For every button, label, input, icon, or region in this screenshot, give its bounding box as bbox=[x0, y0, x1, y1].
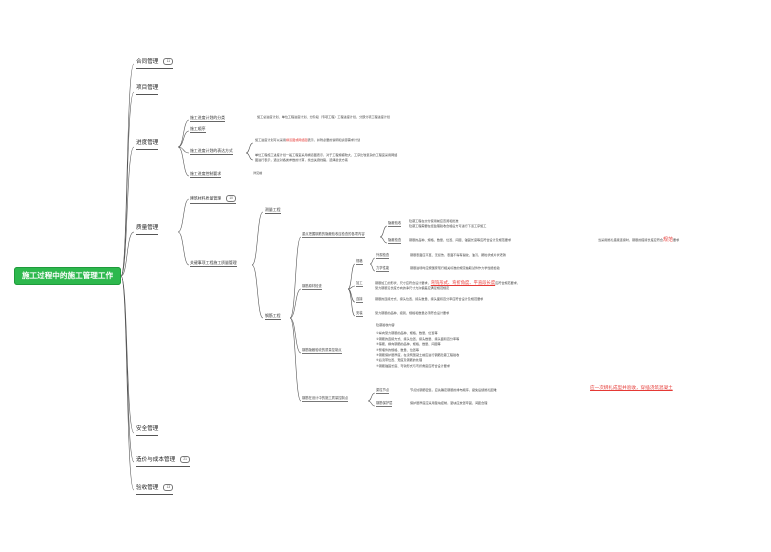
count-badge: 11 bbox=[163, 58, 174, 65]
node-hidden-inspection[interactable]: 重点把握钢筋的隐蔽验收应检查的各项内容 bbox=[302, 232, 365, 239]
node-acceptance-label: 验收管理 bbox=[136, 484, 159, 491]
node-project[interactable]: 项目管理 bbox=[136, 85, 159, 95]
node-hidden-check[interactable]: 隐蔽检查 bbox=[388, 238, 402, 245]
connector bbox=[289, 317, 302, 354]
connector bbox=[120, 231, 135, 277]
node-project-label: 项目管理 bbox=[136, 85, 159, 91]
connector bbox=[347, 288, 356, 303]
node-key-quality[interactable]: 关键事项工程施工质量管理 bbox=[190, 260, 237, 267]
node-cost[interactable]: 造价与成本管理 21 bbox=[136, 456, 191, 467]
node-schedule-control[interactable]: 施工进度控制要求 bbox=[190, 171, 222, 178]
connector bbox=[369, 257, 376, 265]
node-mechanical[interactable]: 力学性能 bbox=[376, 266, 390, 273]
connector bbox=[120, 275, 135, 463]
node-construction-order[interactable]: 施工顺序 bbox=[190, 126, 206, 133]
connector bbox=[369, 263, 376, 272]
schedule-expression-detail-2: 单位工程施工进度计划一般工程宜采用横道图表示，对于工程规模较大、工序比较复杂的工… bbox=[255, 153, 398, 163]
connector bbox=[177, 146, 190, 177]
count-badge: 21 bbox=[180, 456, 191, 463]
processing-detail: 钢筋加工的形状、尺寸应符合设计要求，弯钩形式、弯折角度、平直段长度应符合规范要求… bbox=[375, 280, 520, 291]
connector bbox=[379, 236, 388, 244]
connector bbox=[177, 119, 190, 148]
connector bbox=[177, 231, 190, 266]
node-design-control[interactable]: 钢筋在设计中的施工质量控制点 bbox=[302, 396, 349, 403]
node-hidden-acceptance[interactable]: 隐蔽验收 bbox=[388, 221, 402, 228]
beam-column-detail: 节点处钢筋密集，应先确定钢筋的排布顺序，避免后续绑扎困难 bbox=[410, 388, 497, 392]
connector bbox=[245, 152, 254, 161]
node-processing[interactable]: 加工 bbox=[356, 281, 363, 288]
connector bbox=[120, 146, 135, 277]
node-quality-label: 质量管理 bbox=[136, 225, 159, 231]
node-schedule-expression[interactable]: 施工进度计划的表达方式 bbox=[190, 148, 233, 155]
installation-detail: 受力钢筋的品种、级别、规格和数量必须符合设计要求 bbox=[375, 311, 450, 315]
connector bbox=[120, 275, 135, 491]
node-quality[interactable]: 质量管理 bbox=[136, 225, 159, 235]
cover-detail: 保护层厚度应采用垫块控制，垫块应放置牢固、间距合理 bbox=[410, 401, 488, 405]
connector bbox=[245, 142, 254, 154]
connector bbox=[251, 264, 264, 319]
node-safety[interactable]: 安全管理 bbox=[136, 426, 159, 436]
node-cost-label: 造价与成本管理 bbox=[136, 456, 176, 463]
node-control-points[interactable]: 钢筋隐蔽验收的质量控制点 bbox=[302, 348, 342, 355]
node-schedule[interactable]: 进度管理 bbox=[136, 140, 159, 150]
node-raw-material[interactable]: 钢筋原材检查 bbox=[302, 284, 322, 291]
hidden-check-detail: 钢筋的品种、规格、数量、位置、间距、锚固长度等应符合设计及规范要求 bbox=[409, 238, 512, 242]
node-acceptance[interactable]: 验收管理 13 bbox=[136, 484, 174, 495]
connector bbox=[120, 275, 135, 434]
connector bbox=[379, 225, 388, 238]
node-spec[interactable]: 规格 bbox=[356, 259, 363, 266]
mechanical-detail: 钢筋进场时应按国家现行相关标准的规定抽取试件作力学性能检验 bbox=[410, 266, 500, 270]
root-node[interactable]: 施工过程中的施工管理工作 bbox=[14, 267, 121, 285]
connector bbox=[289, 288, 302, 319]
connector bbox=[177, 198, 190, 233]
node-appearance[interactable]: 外观检查 bbox=[376, 253, 390, 260]
node-rebar[interactable]: 钢筋工程 bbox=[265, 313, 281, 320]
node-contract-label: 合同管理 bbox=[136, 58, 159, 65]
hidden-check-note: 当采用绑扎搭接连接时，钢筋的搭接长度应符合规范要求 bbox=[598, 237, 680, 243]
control-points-list: 隐蔽验收内容 ①纵向受力钢筋的品种、规格、数量、位置等 ②钢筋的连接方式、接头位… bbox=[376, 323, 460, 368]
node-contract[interactable]: 合同管理 11 bbox=[136, 58, 174, 69]
node-survey[interactable]: 测量工程 bbox=[265, 207, 281, 214]
connector bbox=[251, 211, 264, 266]
node-safety-label: 安全管理 bbox=[136, 426, 159, 432]
connector bbox=[347, 285, 356, 290]
hidden-acceptance-detail: 隐蔽工程在交付使用前应查阅和批准 隐蔽工程需要在经监理验收合格后方可进行下道工序… bbox=[409, 219, 487, 229]
connector bbox=[367, 400, 376, 407]
appearance-detail: 钢筋表面应平直、无损伤，表面不得有裂纹、油污、颗粒状或片状老锈 bbox=[410, 253, 506, 257]
node-schedule-types[interactable]: 施工进度计划的分类 bbox=[190, 115, 226, 122]
count-badge: 13 bbox=[163, 484, 174, 491]
schedule-control-detail: 详见前 bbox=[253, 171, 263, 175]
connector bbox=[177, 146, 190, 154]
connector bbox=[120, 63, 135, 277]
connector bbox=[120, 91, 135, 277]
connector bbox=[177, 130, 190, 148]
node-connection[interactable]: 连接 bbox=[356, 297, 363, 304]
connector bbox=[289, 236, 302, 319]
schedule-types-detail: 施工总进度计划、单位工程进度计划、分阶段（专项工程）工程进度计划、分部分项工程进… bbox=[257, 115, 391, 119]
connector bbox=[347, 263, 356, 290]
schedule-expression-detail-1: 施工进度计划可以采用横道图或网络图表示，并附必要的说明和资源需求计划 bbox=[255, 138, 361, 142]
node-installation[interactable]: 安装 bbox=[356, 311, 363, 318]
connector bbox=[347, 288, 356, 317]
connector bbox=[289, 317, 302, 402]
count-badge: 10 bbox=[226, 195, 237, 202]
node-cover[interactable]: 钢筋保护层 bbox=[376, 401, 393, 408]
node-beam-column[interactable]: 梁柱节点 bbox=[376, 388, 390, 395]
node-schedule-label: 进度管理 bbox=[136, 140, 159, 146]
connector bbox=[367, 392, 376, 402]
beam-column-highlight: 应一次绑扎成型并验收，穿插浇筑混凝土 bbox=[590, 385, 673, 390]
connection-detail: 钢筋的连接方式、接头位置、接头数量、接头面积百分率应符合设计及规范要求 bbox=[375, 297, 484, 301]
